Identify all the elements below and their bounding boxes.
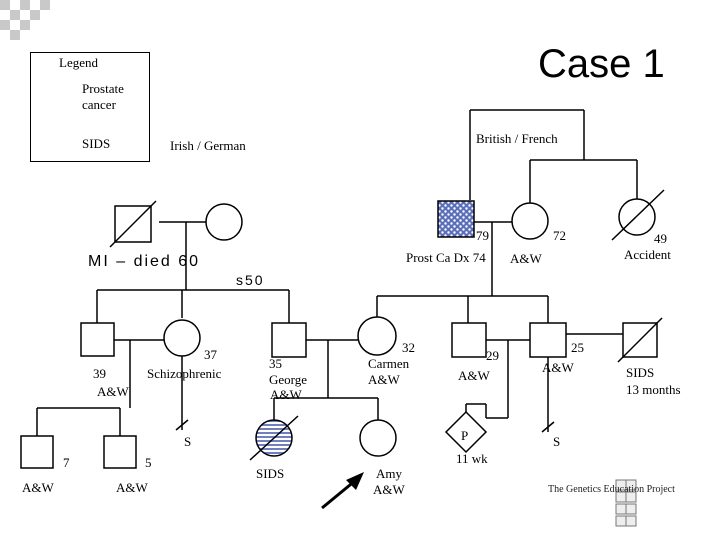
- logo-text: The Genetics Education Project: [548, 484, 675, 495]
- grandmother-maternal: [511, 202, 549, 240]
- proband-arrow: [321, 478, 357, 510]
- uncle-39: [80, 322, 115, 357]
- label-79: 79: [476, 228, 489, 243]
- label-29: 29: [486, 348, 499, 363]
- uncle-29: [451, 322, 487, 358]
- pregnancy-diamond: [444, 410, 488, 454]
- label-sids-13-1: SIDS: [626, 365, 655, 380]
- label-aw-39: A&W: [97, 384, 129, 399]
- label-aw-carmen: A&W: [368, 372, 400, 387]
- label-35: 35: [269, 356, 282, 371]
- label-accident: Accident: [624, 247, 671, 262]
- corner-decoration: [0, 0, 50, 40]
- logo-puzzle-icon: [615, 479, 637, 527]
- label-aw-72: A&W: [510, 251, 542, 266]
- label-p: P: [461, 428, 469, 443]
- label-aw-29: A&W: [458, 368, 490, 383]
- george-35: [271, 322, 307, 358]
- grandmother-paternal: [205, 203, 243, 241]
- label-george: George: [269, 372, 308, 387]
- label-25: 25: [571, 340, 584, 355]
- page-title: Case 1: [538, 42, 665, 86]
- label-11wk: 11 wk: [456, 451, 488, 466]
- proband-amy: [359, 419, 397, 457]
- label-s-left: S: [184, 434, 192, 449]
- legend-prostate-label2: cancer: [82, 97, 116, 112]
- label-aw-george: A&W: [270, 387, 302, 402]
- label-37: 37: [204, 347, 217, 362]
- label-sids-child: SIDS: [256, 466, 285, 481]
- cousin-7: [20, 435, 54, 469]
- legend-sids-label: SIDS: [82, 136, 111, 151]
- family-right-origin: British / French: [476, 131, 558, 146]
- label-s-right: S: [553, 434, 561, 449]
- label-72: 72: [553, 228, 566, 243]
- aunt-37: [163, 319, 201, 357]
- label-39: 39: [93, 366, 106, 381]
- carmen-32: [357, 316, 397, 356]
- label-aw-amy: A&W: [373, 482, 405, 497]
- label-carmen: Carmen: [368, 356, 410, 371]
- label-mi-died-2: s50: [236, 272, 265, 288]
- family-left-origin: Irish / German: [170, 138, 246, 153]
- label-32: 32: [402, 340, 415, 355]
- grandfather-maternal-prostate: [437, 200, 475, 238]
- legend-box: Legend: [30, 52, 150, 162]
- label-aw-25: A&W: [542, 360, 574, 375]
- label-schizophrenic: Schizophrenic: [147, 366, 222, 381]
- label-prost-ca: Prost Ca Dx 74: [406, 250, 486, 265]
- uncle-25: [529, 322, 567, 358]
- label-amy: Amy: [376, 466, 402, 481]
- label-sids-13-2: 13 months: [626, 382, 681, 397]
- label-aw-5: A&W: [116, 480, 148, 495]
- cousin-5: [103, 435, 137, 469]
- label-7: 7: [63, 455, 70, 470]
- legend-prostate-label: Prostate: [82, 81, 124, 96]
- label-mi-died: MI – died 60: [88, 253, 201, 270]
- label-aw-7: A&W: [22, 480, 54, 495]
- legend-heading: Legend: [59, 55, 98, 70]
- label-49: 49: [654, 231, 667, 246]
- label-5: 5: [145, 455, 152, 470]
